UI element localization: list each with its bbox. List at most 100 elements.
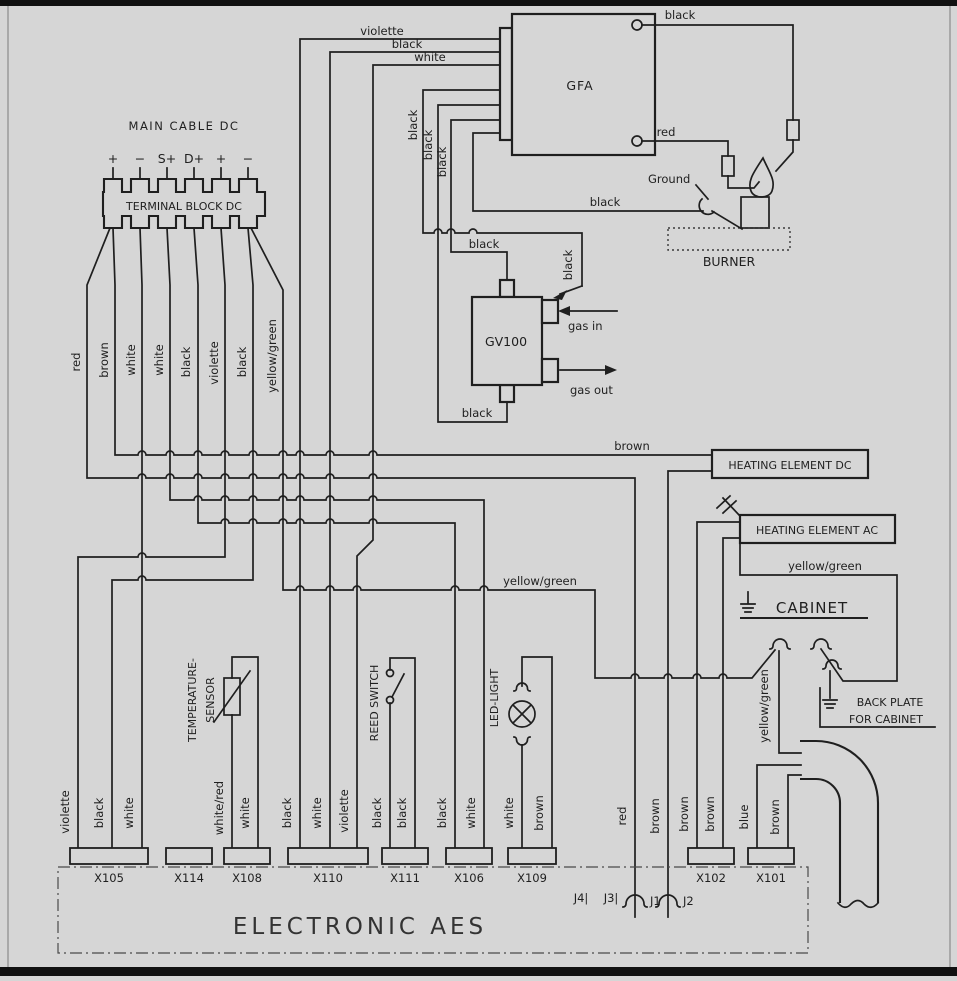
gv100-bottom-tab: [498, 383, 516, 404]
wire-black-gv-bottom: [437, 104, 508, 423]
led-hook-top: [513, 682, 531, 692]
dc-wire-bundle: red brown white white black violette bla…: [69, 226, 777, 918]
connector-x111-label: X111: [390, 871, 420, 885]
ground-leader: [694, 183, 710, 201]
electrode-1: [786, 119, 800, 141]
label-gfa-bottom-out: red: [657, 125, 676, 139]
label-gv-right: black: [561, 249, 575, 280]
j1-wire: red: [615, 807, 629, 826]
reed-switch-label: REED SWITCH: [368, 665, 381, 742]
gv100-valve: black black black GV100 gas in gas out: [462, 237, 618, 420]
jack-j2-hook: [655, 894, 681, 908]
label-black-2: black: [235, 346, 249, 377]
j2-wire: brown: [648, 798, 662, 834]
aes-dashed-outline: [57, 866, 809, 954]
label-burner-ground: black: [590, 195, 621, 209]
frame-bottom: [0, 967, 957, 976]
connector-x108-label: X108: [232, 871, 262, 885]
gfa-unit: violette black white black black black G…: [299, 12, 704, 849]
thermistor-strike: [212, 669, 252, 724]
label-red: red: [69, 353, 83, 372]
led-light-label: LED-LIGHT: [488, 669, 501, 728]
ground-label: Ground: [648, 172, 690, 186]
pin-minus-2: −: [243, 151, 253, 166]
electronic-aes-label: ELECTRONIC AES: [233, 914, 487, 940]
connector-x111: [381, 847, 429, 865]
label-yg-cabinet: yellow/green: [757, 669, 771, 743]
x111-w1: black: [370, 797, 384, 828]
lamp-circle: [508, 700, 536, 728]
wire-black-x105: [111, 227, 254, 849]
cabinet-label: CABINET: [776, 599, 848, 617]
cabinet-hook-left: [769, 638, 791, 650]
burner-base: [667, 227, 791, 251]
terminal-block-dc: MAIN CABLE DC + − S+ D+ + − TERMINAL BLO…: [101, 119, 267, 230]
connector-x110: [287, 847, 369, 865]
label-gfa-black: black: [392, 37, 423, 51]
wire-yg-ac-earth: [739, 542, 898, 682]
mains-conduit: [756, 739, 880, 909]
gas-in-arrowhead: [558, 306, 570, 316]
label-gfa-top-out: black: [665, 8, 696, 22]
terminal-block-outline: [101, 177, 267, 230]
pin-splus: S+: [158, 151, 176, 166]
conduit-outer: [800, 739, 880, 903]
jack-j1-hook: [622, 894, 648, 908]
x106-w1: black: [435, 797, 449, 828]
wire-x102-2: [722, 537, 741, 849]
gas-in-port: [540, 298, 560, 325]
connector-x106: [445, 847, 493, 865]
connector-x109: [507, 847, 557, 865]
label-gfa-white: white: [414, 50, 445, 64]
wire-black-x106: [193, 227, 456, 849]
led-light: LED-LIGHT: [488, 656, 553, 849]
cabinet-ground: CABINET yellow/green BACK PLATE FOR CABI…: [740, 591, 936, 754]
frame-top: [0, 0, 957, 6]
heating-elements: brown HEATING ELEMENT DC HEATING ELEMENT…: [614, 439, 898, 918]
burner-assembly: black red BURNER Ground black: [590, 8, 800, 269]
connector-x105: [69, 847, 149, 865]
wire-violette-x105: [77, 227, 226, 849]
burner-chimney: [740, 196, 770, 229]
gfa-box: [510, 12, 657, 157]
cabinet-ground-icon: [740, 591, 756, 613]
connector-x110-label: X110: [313, 871, 343, 885]
sensor-loop: [231, 656, 259, 849]
connector-x106-label: X106: [454, 871, 484, 885]
heating-element-ac-box: [738, 513, 897, 545]
connector-x102-label: X102: [696, 871, 726, 885]
connector-wire-labels: violette black white white/red white bla…: [58, 781, 782, 835]
terminal-stubs: [112, 167, 249, 180]
wire-brown-hedc: [112, 227, 713, 456]
jack-j1-label: J1: [649, 894, 661, 908]
temp-sensor-label-1: TEMPERATURE-: [186, 658, 199, 743]
x108-w2: white: [238, 797, 252, 828]
wire-x101-blue: [756, 764, 802, 849]
wire-hedc-return: [667, 470, 713, 918]
pin-plus-2: +: [216, 151, 226, 166]
x108-w1: white/red: [212, 781, 226, 835]
thermistor-body: [223, 677, 241, 716]
label-black-1: black: [179, 346, 193, 377]
wire-black-burner-ground: [472, 132, 704, 212]
x105-w1: violette: [58, 790, 72, 833]
reed-contact-2: [385, 668, 395, 678]
x101-w2: brown: [768, 799, 782, 835]
terminal-block-label: TERMINAL BLOCK DC: [125, 200, 242, 213]
wire-red-electrode: [641, 140, 729, 157]
wire-black-electrode: [641, 24, 794, 121]
electronic-aes-box: ELECTRONIC AES X105 X114 X108 X110 X111 …: [57, 847, 809, 954]
conduit-cut-wave: [836, 899, 880, 909]
reed-blade: [390, 672, 406, 699]
label-yellowgreen: yellow/green: [265, 319, 279, 393]
electrode-2: [721, 155, 735, 177]
led-loop: [521, 656, 553, 849]
jack-j2-label: J2: [682, 894, 694, 908]
gas-out-label: gas out: [570, 383, 613, 397]
wire-x102-1: [696, 521, 741, 849]
wire-white-x106: [166, 227, 485, 849]
wire-yg-cabinet: [778, 650, 802, 754]
connector-x101-label: X101: [756, 871, 786, 885]
